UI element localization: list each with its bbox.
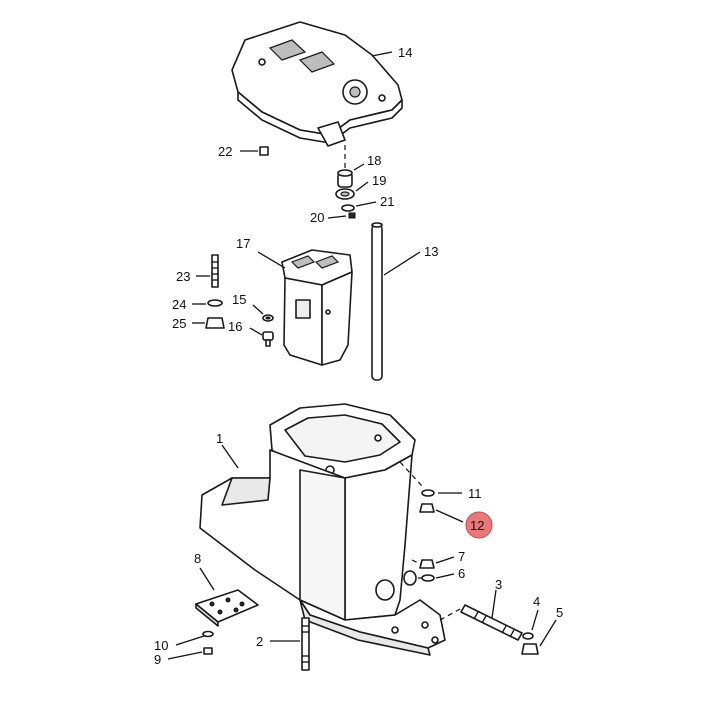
nut-part-12[interactable] [419, 503, 435, 513]
callout-3: 3 [495, 577, 502, 592]
callout-7: 7 [458, 549, 465, 564]
screw-part-9[interactable] [203, 647, 213, 655]
callout-2: 2 [256, 634, 263, 649]
seal-part-19[interactable] [335, 188, 355, 200]
callout-18: 18 [367, 153, 381, 168]
callout-17: 17 [236, 236, 250, 251]
callout-6: 6 [458, 566, 465, 581]
washer-part-21[interactable] [341, 204, 355, 212]
callout-19: 19 [372, 173, 386, 188]
callout-24: 24 [172, 297, 186, 312]
adapter-plate-part-14[interactable] [231, 21, 403, 147]
callout-10: 10 [154, 638, 168, 653]
washer-part-10[interactable] [202, 630, 214, 638]
nut-part-25[interactable] [205, 317, 225, 329]
nut-part-5[interactable] [521, 643, 539, 655]
callout-12: 12 [470, 518, 484, 533]
stud-part-3[interactable] [460, 604, 523, 641]
water-tube-part-13[interactable] [371, 222, 383, 381]
screw-part-20[interactable] [348, 212, 356, 219]
anode-plate-part-8[interactable] [195, 589, 259, 627]
screw-part-16[interactable] [262, 331, 274, 347]
callout-5: 5 [556, 605, 563, 620]
callout-1: 1 [216, 431, 223, 446]
highlight-badge-12[interactable]: 12 [465, 511, 493, 539]
washer-part-24[interactable] [207, 299, 223, 307]
callout-22: 22 [218, 144, 232, 159]
callout-8: 8 [194, 551, 201, 566]
stud-part-2[interactable] [301, 617, 310, 671]
callout-21: 21 [380, 194, 394, 209]
stud-part-23[interactable] [211, 254, 219, 288]
washer-part-11[interactable] [421, 489, 435, 497]
washer-part-6[interactable] [421, 574, 435, 582]
driveshaft-housing-part-1[interactable] [199, 403, 446, 656]
callout-11: 11 [468, 486, 482, 501]
callout-25: 25 [172, 316, 186, 331]
washer-part-4[interactable] [522, 632, 534, 640]
callout-16: 16 [228, 319, 242, 334]
pin-part-22[interactable] [259, 146, 269, 156]
callout-14: 14 [398, 45, 412, 60]
bushing-part-18[interactable] [337, 169, 353, 188]
washer-part-15[interactable] [262, 314, 274, 322]
callout-13: 13 [424, 244, 438, 259]
callout-9: 9 [154, 652, 161, 667]
callout-20: 20 [310, 210, 324, 225]
nut-part-7[interactable] [419, 559, 435, 569]
exhaust-tube-part-17[interactable] [281, 249, 353, 366]
callout-15: 15 [232, 292, 246, 307]
callout-4: 4 [533, 594, 540, 609]
callout-23: 23 [176, 269, 190, 284]
